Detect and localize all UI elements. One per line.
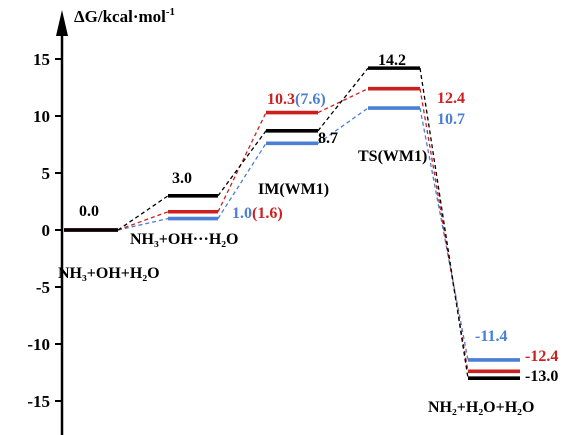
y-tick-label: 15 bbox=[33, 50, 50, 69]
state-label-product: NH₂+H₂O+H₂O bbox=[428, 399, 534, 416]
y-tick-label: 5 bbox=[42, 164, 51, 183]
value-label-im-red-blue: 10.3(7.6) bbox=[267, 91, 326, 108]
value-label-reactant-black: 0.0 bbox=[79, 203, 99, 220]
value-label-ts-black: 14.2 bbox=[378, 52, 406, 69]
connector-blue bbox=[117, 217, 169, 231]
state-label-complex: NH₃+OH···H₂O bbox=[130, 231, 239, 248]
value-label-ts-red: 12.4 bbox=[437, 90, 465, 107]
connector-red bbox=[117, 211, 169, 231]
y-axis-label-exponent: -1 bbox=[166, 6, 175, 18]
connector-lines bbox=[117, 67, 469, 379]
value-label-ts-blue: 10.7 bbox=[437, 111, 465, 128]
connector-black bbox=[317, 67, 369, 132]
y-tick-label: -15 bbox=[27, 392, 50, 411]
y-axis-arrow bbox=[56, 10, 68, 36]
y-tick-label: -5 bbox=[36, 278, 50, 297]
value-label-im-blue: (7.6) bbox=[295, 91, 326, 108]
connector-blue bbox=[419, 107, 469, 361]
connector-black bbox=[419, 68, 469, 379]
value-label-product-black: -13.0 bbox=[525, 368, 558, 385]
value-label-complex-black: 3.0 bbox=[172, 170, 192, 187]
state-label-reactant: NH₃+OH+H₂O bbox=[58, 265, 160, 282]
value-label-complex-red-blue: 1.0(1.6) bbox=[232, 205, 283, 222]
value-label-product-red: -12.4 bbox=[525, 348, 558, 365]
y-axis-label-main: ΔG/kcal·mol bbox=[74, 7, 166, 26]
value-label-complex-blue: 1.0 bbox=[232, 205, 252, 222]
y-tick-label: 0 bbox=[42, 221, 51, 240]
energy-levels bbox=[64, 66, 520, 381]
connector-red bbox=[419, 88, 469, 372]
state-label-im: IM(WM1) bbox=[258, 181, 329, 198]
connector-blue bbox=[217, 143, 267, 219]
value-label-product-blue: -11.4 bbox=[475, 328, 507, 345]
value-label-im-black: 8.7 bbox=[318, 130, 338, 147]
value-label-complex-red: (1.6) bbox=[252, 205, 283, 222]
state-label-ts: TS(WM1) bbox=[358, 148, 427, 165]
connector-blue bbox=[317, 107, 369, 144]
y-tick-label: 10 bbox=[33, 107, 50, 126]
y-axis-label: ΔG/kcal·mol-1 bbox=[74, 6, 175, 26]
value-label-im-red: 10.3 bbox=[267, 91, 295, 108]
connector-black bbox=[117, 195, 169, 231]
connector-red bbox=[317, 88, 369, 114]
y-tick-label: -10 bbox=[27, 335, 50, 354]
connector-red bbox=[217, 112, 267, 213]
y-axis-ticks: -15 -10 -5 0 5 10 15 bbox=[27, 50, 62, 411]
